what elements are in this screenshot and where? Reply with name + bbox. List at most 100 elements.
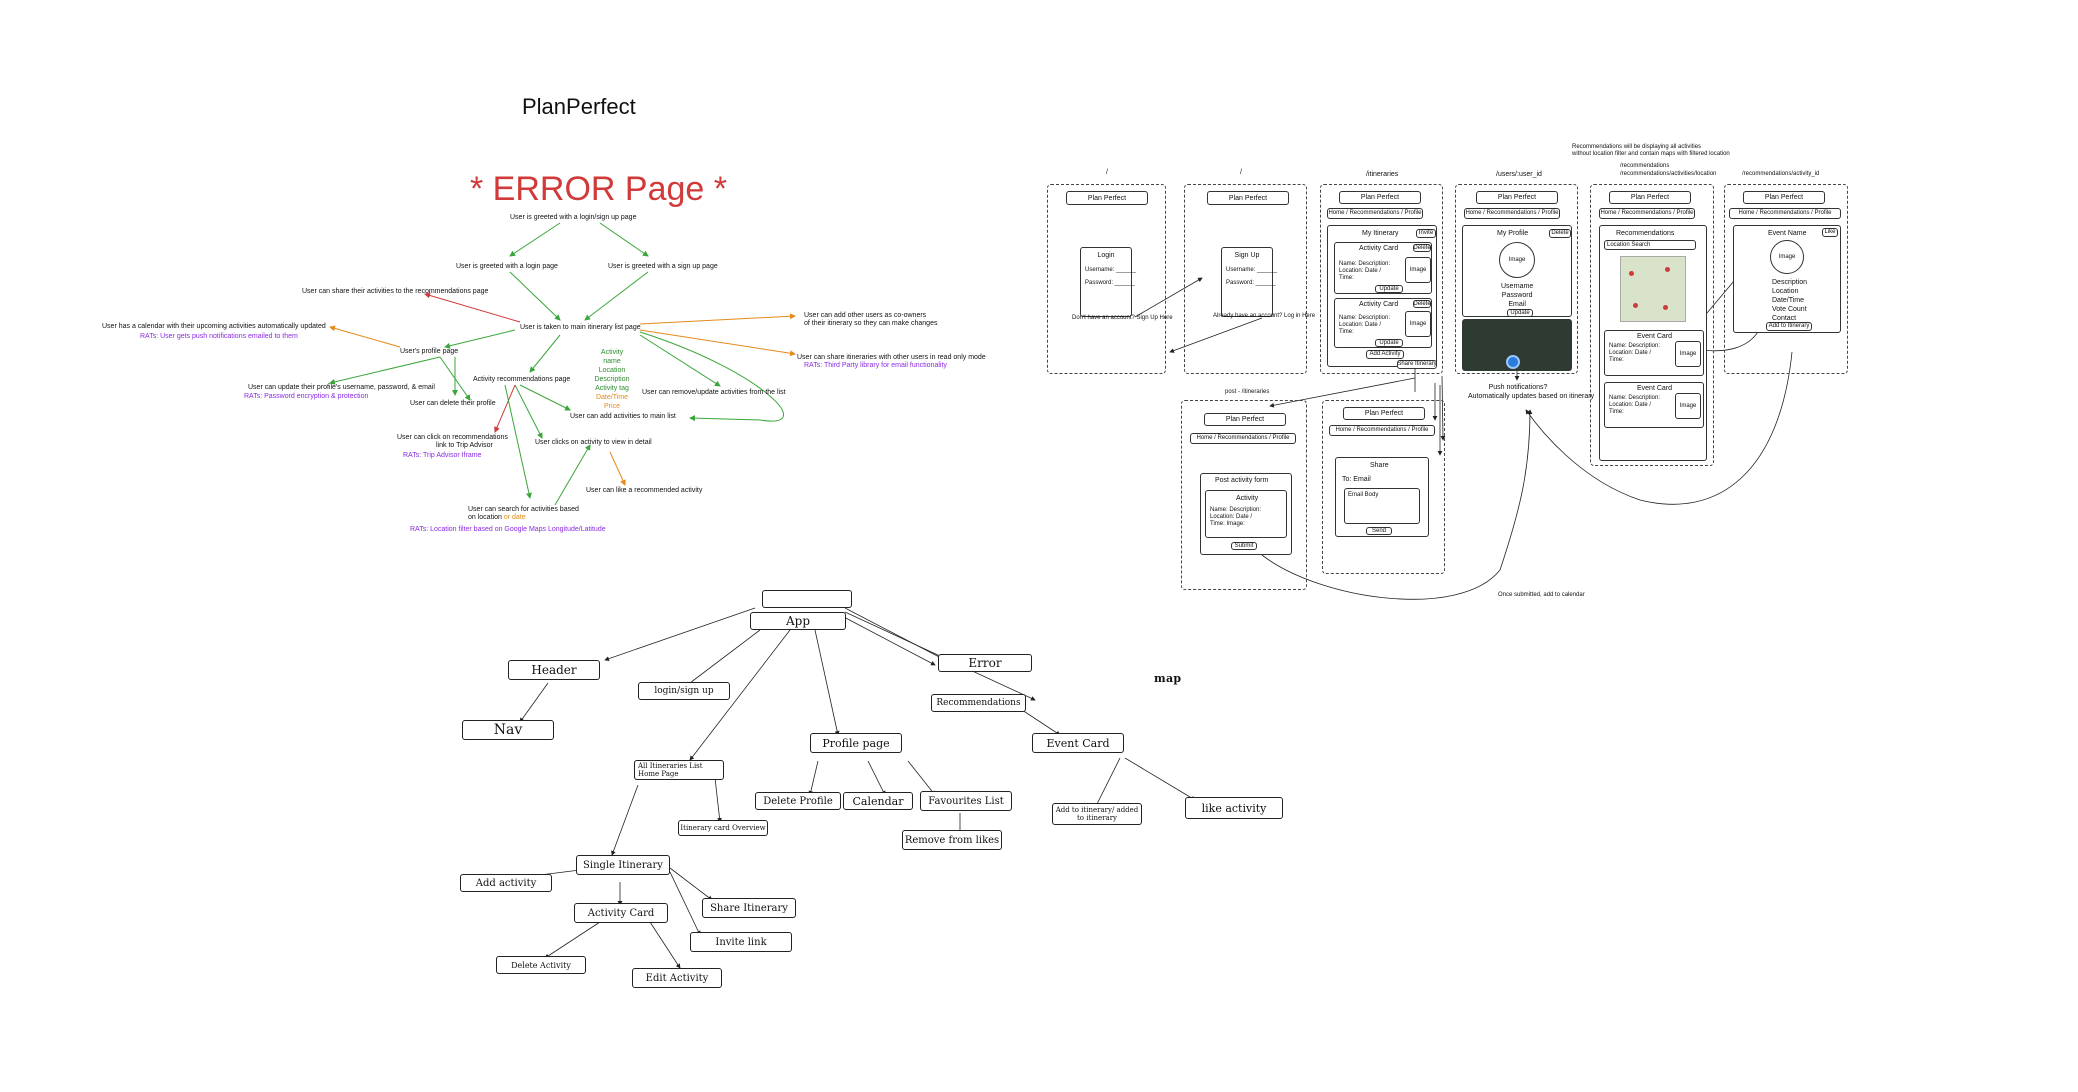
- post-submit-button[interactable]: Submit: [1231, 542, 1257, 550]
- tree-node-add-activity: Add activity: [460, 874, 552, 892]
- tree-node-nav: Nav: [462, 720, 554, 740]
- tree-connectors: [499, 607, 1196, 969]
- itin-card-2-fields: Name: Description: Location: Date / Time…: [1339, 315, 1391, 335]
- recs-event-card-2: Event Card Image Name: Description: Loca…: [1604, 382, 1704, 428]
- tree-node-profile: Profile page: [810, 733, 902, 753]
- recs-map[interactable]: [1620, 256, 1686, 322]
- calendar-today-dot: [1506, 355, 1520, 369]
- flow-node-calendar: User has a calendar with their upcoming …: [102, 323, 326, 330]
- flow-rat-search: RATs: Location filter based on Google Ma…: [410, 526, 606, 533]
- tree-root-box: [762, 590, 852, 608]
- itin-share-button[interactable]: Share Itinerary: [1397, 360, 1437, 369]
- rec-note-2: without location filter and contain maps…: [1572, 151, 1730, 157]
- tree-node-share-itinerary: Share Itinerary: [702, 898, 796, 918]
- itin-card-1-update[interactable]: Update: [1375, 285, 1403, 293]
- post-nav[interactable]: Home / Recommendations / Profile: [1190, 433, 1296, 444]
- flow-node-delete-profile: User can delete their profile: [410, 400, 496, 407]
- push-note-2: Automatically updates based on itinerary: [1468, 393, 1595, 400]
- profile-title: My Profile: [1497, 230, 1529, 237]
- tree-node-event-card: Event Card: [1032, 733, 1124, 753]
- share-panel: Share To: Email Email Body Send: [1335, 457, 1429, 537]
- wireframe-event-detail: Plan Perfect Home / Recommendations / Pr…: [1724, 184, 1848, 374]
- event-fields: Description Location Date/Time Vote Coun…: [1772, 278, 1807, 323]
- route-recs-location: /recommendations/activities/location: [1620, 171, 1717, 177]
- itin-add-activity[interactable]: Add Activity: [1366, 350, 1404, 359]
- login-brand-header: Plan Perfect: [1066, 191, 1148, 205]
- event-add-to-itinerary[interactable]: Add to Itinerary: [1766, 322, 1812, 331]
- event-image: Image: [1770, 240, 1804, 274]
- tree-node-delete-activity: Delete Activity: [496, 956, 586, 974]
- login-password[interactable]: Password: ______: [1085, 280, 1135, 286]
- share-nav[interactable]: Home / Recommendations / Profile: [1329, 425, 1435, 436]
- itin-activity-card-1: Activity Card Delete Image Name: Descrip…: [1334, 242, 1432, 294]
- flow-node-search-1: User can search for activities based: [468, 506, 579, 513]
- recs-nav[interactable]: Home / Recommendations / Profile: [1599, 208, 1695, 219]
- itin-card-1-delete[interactable]: Delete: [1413, 244, 1431, 252]
- flow-node-like: User can like a recommended activity: [586, 487, 703, 494]
- post-form-title: Post activity form: [1215, 477, 1269, 484]
- flow-node-greeted: User is greeted with a login/sign up pag…: [510, 214, 637, 221]
- signup-login-link[interactable]: Already have an account? Log in Here: [1213, 313, 1316, 319]
- recs-location-search[interactable]: Location Search: [1604, 240, 1696, 250]
- share-send-button[interactable]: Send: [1366, 527, 1392, 535]
- attr-0: Activity name: [600, 349, 624, 365]
- flow-node-coowners-2: of their itinerary so they can make chan…: [804, 320, 938, 327]
- flow-node-update-profile: User can update their profile's username…: [248, 384, 435, 391]
- recs-event-card-1: Event Card Image Name: Description: Loca…: [1604, 330, 1704, 376]
- tree-node-like: like activity: [1185, 797, 1283, 819]
- map-pin-icon: [1665, 267, 1670, 272]
- login-signup-link[interactable]: Don't have an account? Sign Up Here: [1072, 315, 1173, 321]
- tree-node-single-itinerary: Single Itinerary: [576, 855, 670, 875]
- recs-brand-header: Plan Perfect: [1609, 191, 1691, 204]
- flow-node-search-2-text: on location: [468, 514, 502, 521]
- app-title: PlanPerfect: [522, 94, 636, 119]
- event-field-contact: Contact: [1772, 315, 1797, 322]
- event-nav[interactable]: Home / Recommendations / Profile: [1729, 208, 1841, 219]
- flow-node-click-rec-1: User can click on recommendations: [397, 434, 508, 441]
- map-pin-icon: [1633, 303, 1638, 308]
- attr-4: Date/Time: [595, 394, 629, 401]
- share-to-email[interactable]: To: Email: [1342, 476, 1371, 483]
- flow-node-click-detail: User clicks on activity to view in detai…: [535, 439, 652, 446]
- login-username[interactable]: Username: ______: [1085, 267, 1137, 273]
- signup-username[interactable]: Username: ______: [1226, 267, 1278, 273]
- itin-card-2-title: Activity Card: [1359, 301, 1399, 308]
- attr-1: Location: [598, 367, 626, 374]
- tree-node-login: login/sign up: [638, 682, 730, 700]
- tree-node-calendar: Calendar: [843, 792, 913, 810]
- tree-node-remove-likes: Remove from likes: [902, 830, 1002, 850]
- wireframe-recommendations: Plan Perfect Home / Recommendations / Pr…: [1590, 184, 1714, 466]
- recs-event-card-1-title: Event Card: [1637, 333, 1673, 340]
- flow-node-coowners-1: User can add other users as co-owners: [804, 312, 927, 319]
- itin-invite-button[interactable]: Invite: [1416, 229, 1436, 238]
- profile-calendar-widget[interactable]: [1462, 319, 1572, 371]
- itin-card-2-delete[interactable]: Delete: [1413, 300, 1431, 308]
- tree-node-all-itineraries: All Itineraries List Home Page: [634, 760, 724, 780]
- itin-title: My Itinerary: [1362, 230, 1399, 237]
- event-like-button[interactable]: Like: [1822, 228, 1838, 237]
- route-post: post - /itineraries: [1225, 389, 1270, 395]
- wireframe-share: Plan Perfect Home / Recommendations / Pr…: [1322, 400, 1445, 574]
- tree-node-invite: Invite link: [690, 932, 792, 952]
- itin-card-2-update[interactable]: Update: [1375, 339, 1403, 347]
- signup-brand-header: Plan Perfect: [1207, 191, 1289, 205]
- wireframe-signup: Plan Perfect Sign Up Username: ______ Pa…: [1184, 184, 1315, 374]
- signup-password[interactable]: Password: ______: [1226, 280, 1276, 286]
- post-form-fields[interactable]: Name: Description: Location: Date / Time…: [1210, 507, 1262, 527]
- post-activity-title: Activity: [1236, 495, 1259, 502]
- profile-nav[interactable]: Home / Recommendations / Profile: [1464, 208, 1560, 219]
- profile-fields: Username Password Email: [1501, 282, 1533, 309]
- itin-nav[interactable]: Home / Recommendations / Profile: [1327, 208, 1423, 219]
- share-email-body[interactable]: Email Body: [1344, 488, 1420, 524]
- once-submitted-note: Once submitted, add to calendar: [1498, 592, 1585, 598]
- profile-delete-button[interactable]: Delete: [1549, 229, 1571, 238]
- itin-card-1-title: Activity Card: [1359, 245, 1399, 252]
- recs-event-card-1-image: Image: [1675, 341, 1701, 367]
- post-form: Post activity form Activity Name: Descri…: [1200, 473, 1292, 555]
- wireframe-login: Plan Perfect Login Username: ______ Pass…: [1047, 184, 1173, 374]
- flow-node-login: User is greeted with a login page: [456, 263, 558, 270]
- profile-update-button[interactable]: Update: [1507, 309, 1533, 317]
- itin-card-1-image: Image: [1405, 257, 1431, 283]
- login-title: Login: [1097, 252, 1115, 259]
